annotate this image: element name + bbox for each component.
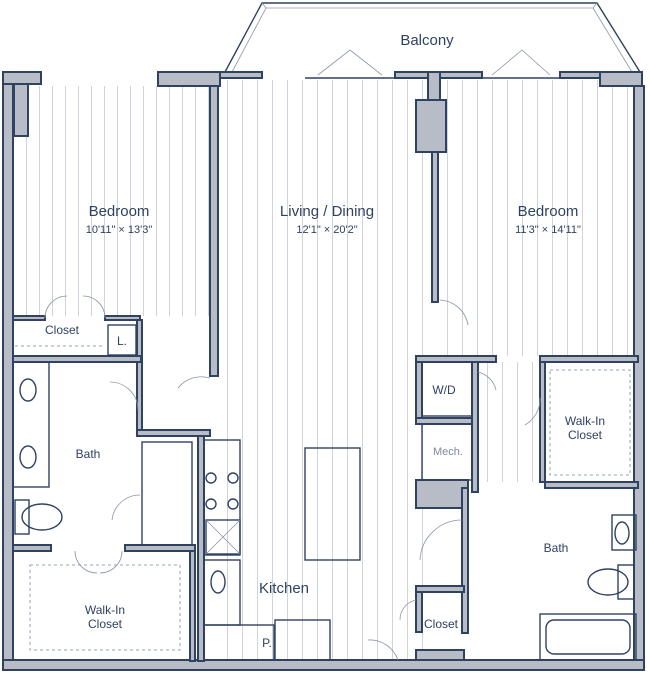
closet-right-label: Closet: [424, 617, 459, 631]
interior-walls: [12, 71, 639, 662]
pantry-label: P.: [262, 636, 272, 650]
walkin-right-label-2: Closet: [568, 428, 603, 442]
walkin-right-label-1: Walk-In: [565, 414, 605, 428]
balcony-door-left: [305, 49, 395, 79]
kitchen-label: Kitchen: [259, 580, 309, 597]
balcony: [224, 2, 641, 73]
linen-label: L.: [117, 334, 127, 348]
floor-plank-lines: [26, 80, 628, 660]
bath-right-label: Bath: [544, 541, 569, 555]
living-dims: 12'1" × 20'2": [296, 224, 357, 236]
mech-label: Mech.: [433, 446, 463, 458]
bath-left-label: Bath: [76, 447, 101, 461]
closet-left-label: Closet: [45, 323, 80, 337]
bedroom-right-label: Bedroom: [518, 203, 579, 220]
living-label: Living / Dining: [280, 203, 374, 220]
bedroom-right-dims: 11'3" × 14'11": [515, 224, 581, 236]
balcony-door-right: [482, 49, 560, 79]
balcony-label: Balcony: [400, 32, 454, 49]
room-fixtures: [12, 295, 637, 661]
bedroom-left-dims: 10'11" × 13'3": [86, 224, 153, 236]
bedroom-left-label: Bedroom: [89, 203, 150, 220]
walkin-left-label-1: Walk-In: [85, 603, 125, 617]
walkin-left-label-2: Closet: [88, 617, 123, 631]
washer-dryer-label: W/D: [432, 383, 456, 397]
exterior-walls: [2, 71, 645, 671]
